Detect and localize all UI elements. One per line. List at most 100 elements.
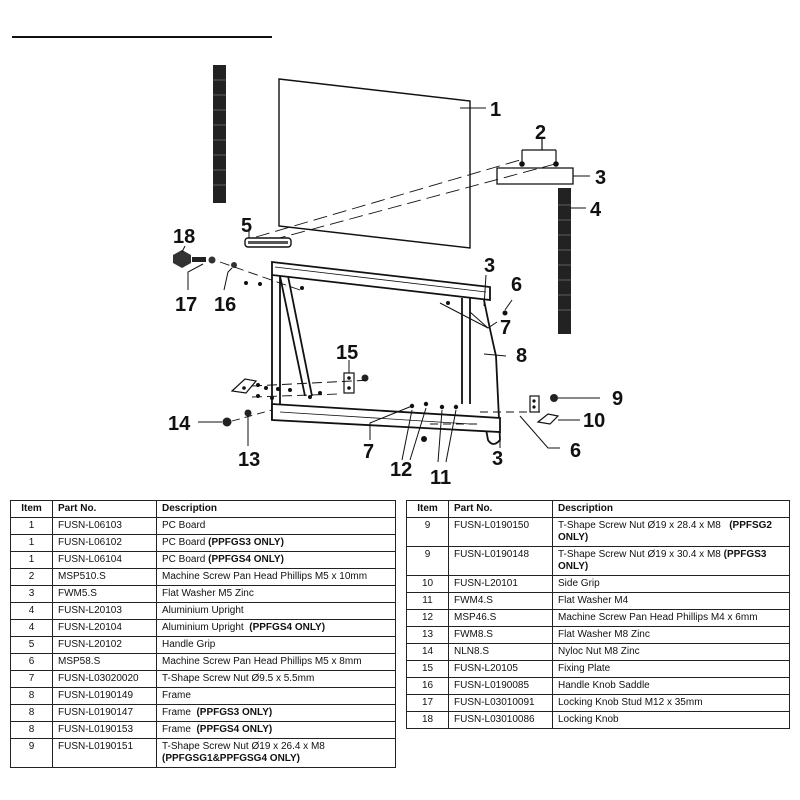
item-number-cell: 7 [10, 670, 53, 688]
part-number-cell: FUSN-L20104 [52, 619, 157, 637]
exploded-assembly-diagram: 1 2 3 4 5 18 17 16 3 6 7 15 8 9 10 14 13… [12, 36, 623, 489]
description-text: Flat Washer M5 Zinc [162, 588, 254, 599]
description-cell: Side Grip [552, 575, 790, 593]
item-number-cell: 11 [406, 592, 449, 610]
description-text: Nyloc Nut M8 Zinc [558, 646, 640, 657]
description-text: Machine Screw Pan Head Phillips M5 x 8mm [162, 656, 362, 667]
description-text: T-Shape Screw Nut Ø9.5 x 5.5mm [162, 673, 315, 684]
callout-label: 13 [238, 449, 260, 471]
description-text: Aluminium Upright [162, 622, 250, 633]
item-number-cell: 4 [10, 602, 53, 620]
item-number-cell: 8 [10, 704, 53, 722]
model-note: (PPFGS3 ONLY) [196, 707, 273, 718]
part-number-cell: FUSN-L03010091 [448, 694, 553, 712]
description-text: Handle Knob Saddle [558, 680, 650, 691]
part-number-cell: FWM5.S [52, 585, 157, 603]
part-number-cell: FUSN-L20105 [448, 660, 553, 678]
column-header-part-no: Part No. [448, 500, 553, 518]
description-cell: Flat Washer M4 [552, 592, 790, 610]
callout-label: 3 [595, 167, 606, 189]
callout-label: 2 [535, 122, 546, 144]
part-number-cell: FUSN-L20102 [52, 636, 157, 654]
description-cell: Frame [156, 687, 396, 705]
callout-label: 9 [612, 388, 623, 410]
part-number-cell: FUSN-L0190148 [448, 546, 553, 576]
description-text: T-Shape Screw Nut Ø19 x 30.4 x M8 [558, 549, 724, 560]
description-cell: Aluminium Upright [156, 602, 396, 620]
callout-label: 7 [500, 317, 511, 339]
column-header-item: Item [406, 500, 449, 518]
description-text: PC Board [162, 537, 209, 548]
item-number-cell: 8 [10, 687, 53, 705]
description-text: Machine Screw Pan Head Phillips M4 x 6mm [558, 612, 758, 623]
description-cell: Handle Grip [156, 636, 396, 654]
part-number-cell: FUSN-L0190150 [448, 517, 553, 547]
item-number-cell: 9 [406, 517, 449, 547]
description-cell: PC Board (PPFGS4 ONLY) [156, 551, 396, 569]
pc-board-part [278, 78, 471, 249]
model-note: (PPFGS3 ONLY) [208, 537, 284, 548]
description-cell: Machine Screw Pan Head Phillips M4 x 6mm [552, 609, 790, 627]
part-number-cell: FWM8.S [448, 626, 553, 644]
description-text: Locking Knob Stud M12 x 35mm [558, 697, 703, 708]
bracket-part [230, 378, 258, 394]
description-text: Frame [162, 724, 197, 735]
model-note: (PPFGS4 ONLY) [196, 724, 273, 735]
description-text: T-Shape Screw Nut Ø19 x 26.4 x M8 [162, 741, 328, 752]
callout-label: 12 [390, 459, 412, 481]
description-cell: Aluminium Upright (PPFGS4 ONLY) [156, 619, 396, 637]
part-number-cell: FUSN-L03020020 [52, 670, 157, 688]
description-cell: T-Shape Screw Nut Ø19 x 26.4 x M8 (PPFGS… [156, 738, 396, 768]
description-text: Aluminium Upright [162, 605, 244, 616]
flat-washer-part [244, 409, 252, 417]
callout-label: 15 [336, 342, 358, 364]
fixing-plate-part [343, 372, 369, 394]
handle-grip-part [244, 237, 292, 248]
part-number-cell: MSP510.S [52, 568, 157, 586]
description-cell: Nyloc Nut M8 Zinc [552, 643, 790, 661]
description-cell: PC Board [156, 517, 396, 535]
description-text: PC Board [162, 554, 209, 565]
callout-label: 11 [430, 467, 451, 489]
description-cell: Frame (PPFGS3 ONLY) [156, 704, 396, 722]
callout-label: 8 [516, 345, 527, 367]
model-note: (PPFGS4 ONLY) [208, 554, 284, 565]
description-text: Fixing Plate [558, 663, 611, 674]
item-number-cell: 6 [10, 653, 53, 671]
description-cell: PC Board (PPFGS3 ONLY) [156, 534, 396, 552]
description-cell: Locking Knob Stud M12 x 35mm [552, 694, 790, 712]
column-header-part-no: Part No. [52, 500, 157, 518]
item-number-cell: 1 [10, 517, 53, 535]
callout-label: 14 [168, 413, 191, 435]
nyloc-nut-part [222, 417, 232, 427]
part-number-cell: FUSN-L20103 [52, 602, 157, 620]
item-number-cell: 1 [10, 551, 53, 569]
description-cell: Machine Screw Pan Head Phillips M5 x 10m… [156, 568, 396, 586]
description-cell: Fixing Plate [552, 660, 790, 678]
description-cell: Flat Washer M5 Zinc [156, 585, 396, 603]
callout-label: 1 [490, 99, 501, 121]
description-cell: Machine Screw Pan Head Phillips M5 x 8mm [156, 653, 396, 671]
item-number-cell: 16 [406, 677, 449, 695]
table-header-row: Item Part No. Description [10, 500, 396, 518]
column-header-item: Item [10, 500, 53, 518]
callout-label: 4 [590, 199, 602, 221]
description-text: Machine Screw Pan Head Phillips M5 x 10m… [162, 571, 368, 582]
item-number-cell: 14 [406, 643, 449, 661]
